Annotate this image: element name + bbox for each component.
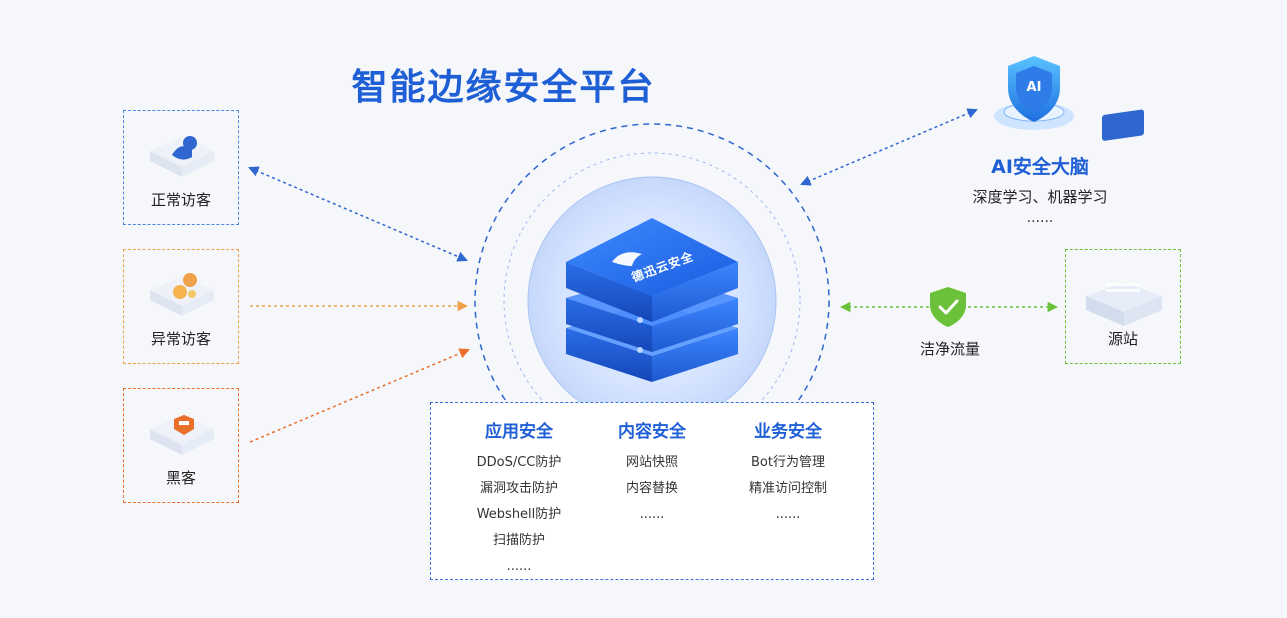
- visitor-hacker: 黑客: [123, 388, 239, 503]
- feature-item: ......: [775, 507, 801, 522]
- visitor-normal: 正常访客: [123, 110, 239, 225]
- origin-server-box: 源站: [1065, 249, 1181, 364]
- feature-col-app-security: 应用安全 DDoS/CC防护 漏洞攻击防护 Webshell防护 扫描防护 ..…: [431, 417, 607, 580]
- feature-col-business-security: 业务安全 Bot行为管理 精准访问控制 ......: [717, 417, 859, 528]
- visitor-abnormal: 异常访客: [123, 249, 239, 364]
- visitor-hacker-label: 黑客: [165, 469, 196, 487]
- visitor-normal-label: 正常访客: [150, 191, 211, 209]
- page-title: 智能边缘安全平台: [351, 67, 656, 108]
- clean-traffic-label: 洁净流量: [919, 340, 980, 358]
- user-icon: [150, 136, 214, 177]
- visitor-abnormal-label: 异常访客: [150, 330, 211, 348]
- origin-server-label: 源站: [1107, 330, 1138, 348]
- feature-col-content-security: 内容安全 网站快照 内容替换 ......: [581, 417, 723, 528]
- feature-heading: 业务安全: [754, 422, 822, 442]
- arrow-normal-visitor: [248, 166, 468, 262]
- abnormal-user-icon: [150, 273, 214, 316]
- ai-brain-ellipsis: ......: [1026, 210, 1054, 226]
- features-panel: 应用安全 DDoS/CC防护 漏洞攻击防护 Webshell防护 扫描防护 ..…: [430, 402, 874, 580]
- feature-item: ......: [639, 507, 665, 522]
- feature-item: DDoS/CC防护: [476, 455, 562, 470]
- arrow-ai-brain: [800, 108, 978, 186]
- server-icon: [1086, 109, 1162, 326]
- feature-item: 精准访问控制: [748, 481, 827, 496]
- ai-brain-subtitle: 深度学习、机器学习: [972, 188, 1108, 206]
- feature-heading: 应用安全: [485, 422, 553, 442]
- feature-heading: 内容安全: [618, 422, 686, 442]
- feature-item: 网站快照: [625, 455, 678, 470]
- feature-item: Webshell防护: [476, 507, 562, 522]
- feature-item: 漏洞攻击防护: [479, 481, 558, 496]
- feature-item: ......: [506, 559, 532, 574]
- feature-item: 扫描防护: [492, 533, 545, 548]
- ai-badge: AI: [1026, 80, 1042, 95]
- feature-item: Bot行为管理: [751, 455, 825, 470]
- shield-check-icon: [930, 287, 966, 327]
- hacker-icon: [150, 415, 214, 455]
- edge-server-core: [566, 218, 738, 382]
- ai-brain-title: AI安全大脑: [991, 156, 1089, 178]
- feature-item: 内容替换: [625, 481, 678, 496]
- ai-shield-icon: [994, 56, 1074, 130]
